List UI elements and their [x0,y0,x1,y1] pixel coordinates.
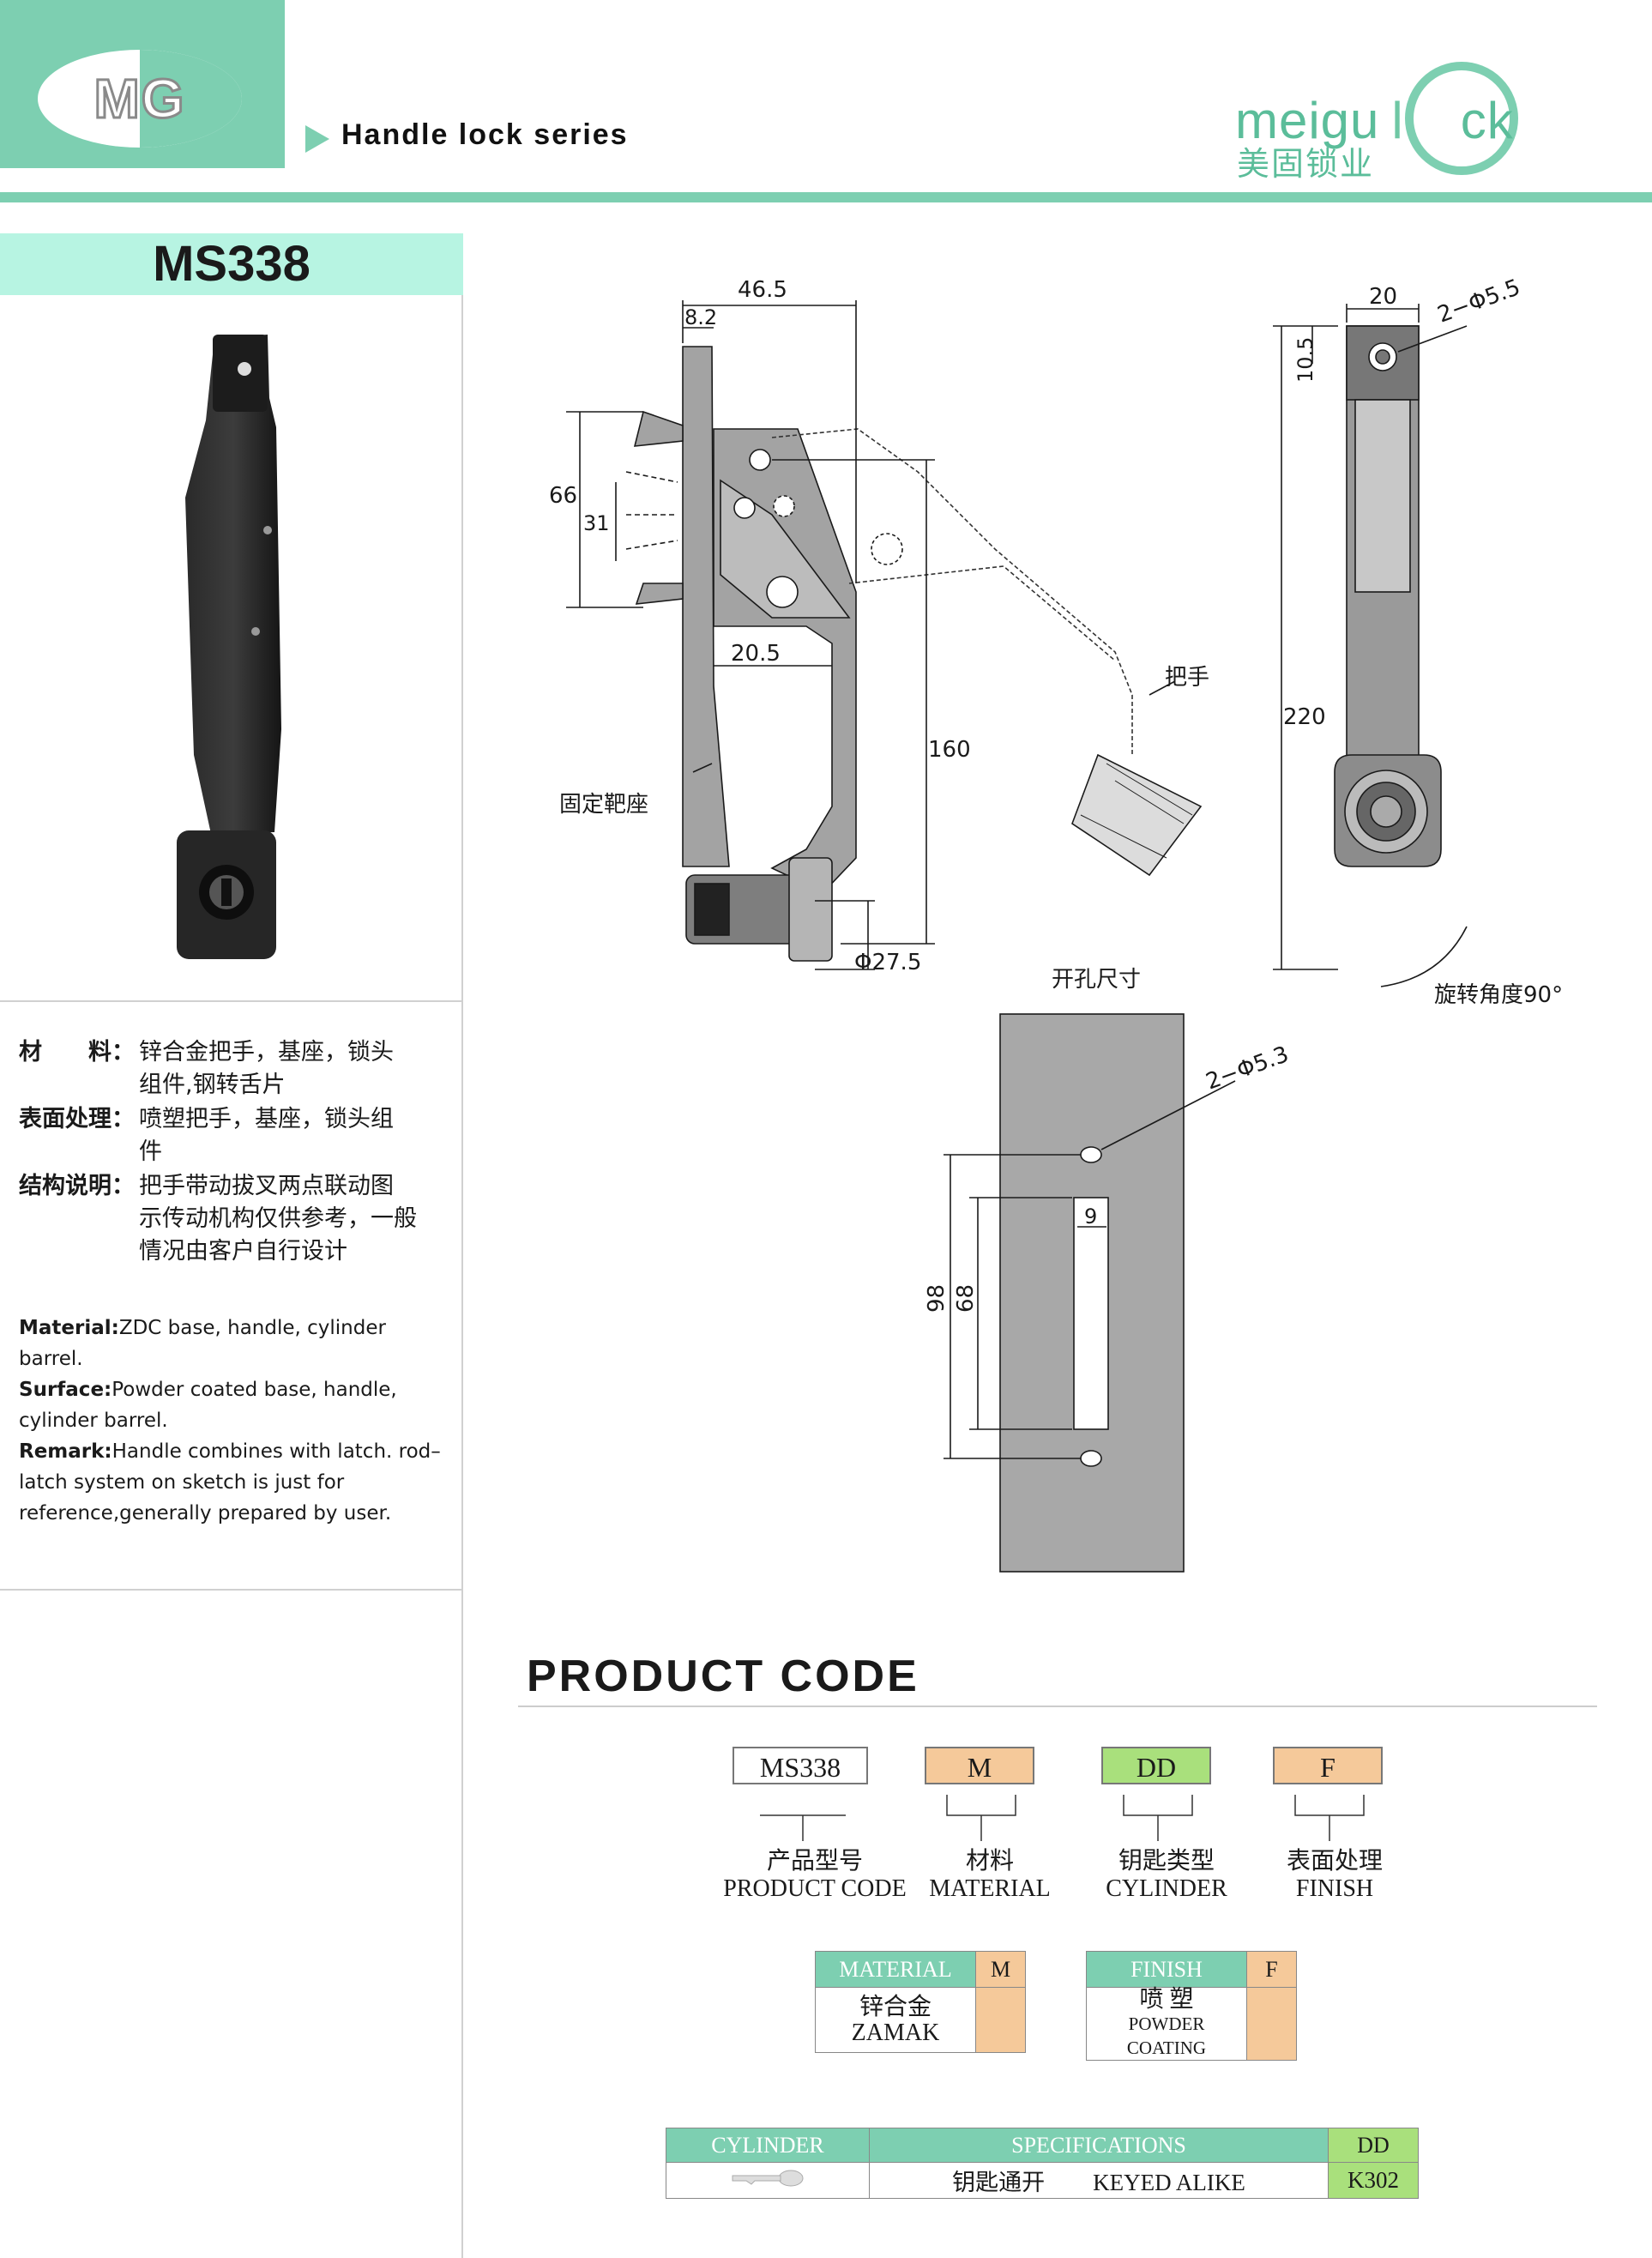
header-divider [0,192,1652,202]
finish-table-code: F [1246,1951,1297,1988]
spec-material-cn: 材 料：锌合金把手，基座，锁头组件,钢转舌片 [19,1039,394,1098]
material-table-header: MATERIAL [815,1951,976,1988]
finish-table-header: FINISH [1086,1951,1247,1988]
section-divider [0,1589,463,1591]
dim-66: 66 [549,483,577,509]
code-box-finish: F [1273,1747,1383,1784]
code-box-model: MS338 [733,1747,868,1784]
series-label: Handle lock series [341,118,629,151]
section-divider [0,1000,463,1002]
product-code-divider [518,1706,1597,1707]
spec-surface-en: Surface:Powder coated base, handle, cyli… [19,1379,397,1432]
dim-220: 220 [1283,704,1326,730]
cylinder-code-header: DD [1328,2128,1419,2163]
label-cutout-size: 开孔尺寸 [1052,967,1141,993]
code-box-material: M [925,1747,1034,1784]
cylinder-table-header: CYLINDER [666,2128,870,2163]
spec-remark-cn: 结构说明：把手带动拔叉两点联动图示传动机构仅供参考，一般情况由客户自行设计 [19,1173,417,1265]
dim-8-2: 8.2 [684,305,717,329]
dim-68: 68 [953,1284,979,1313]
dim-phi-27-5: Φ27.5 [854,950,921,975]
finish-table-blank [1246,1987,1297,2061]
material-table-blank [975,1987,1026,2053]
label-handle: 把手 [1165,665,1209,691]
spec-remark-en: Remark:Handle combines with latch. rod–l… [19,1440,441,1524]
dim-31: 31 [583,511,610,535]
material-table-code: M [975,1951,1026,1988]
triangle-marker-icon [305,125,329,153]
dim-2-phi-5-3: 2−Φ5.3 [1203,1041,1292,1095]
dim-10-5: 10.5 [1293,337,1317,383]
cylinder-code-value: K302 [1328,2162,1419,2199]
brand-name-cn: 美固锁业 [1237,145,1375,183]
dim-160: 160 [928,737,971,763]
model-title: MS338 [153,236,311,292]
technical-drawing: 46.5 8.2 66 31 20.5 160 Φ27.5 把手 固定靶座 20… [549,275,1563,1573]
code-box-cylinder: DD [1101,1747,1211,1784]
code-brackets [760,1795,1365,1841]
dim-46-5: 46.5 [738,277,787,303]
specifications-header: SPECIFICATIONS [869,2128,1329,2163]
label-fixed-base: 固定靶座 [559,792,648,818]
column-divider [461,295,463,2258]
spec-material-en: Material:ZDC base, handle, cylinder barr… [19,1317,386,1370]
model-bar [0,233,463,295]
dim-2-phi-5-5: 2−Φ5.5 [1434,275,1523,328]
product-photo [177,335,281,959]
dim-20-5: 20.5 [731,641,781,667]
dim-9: 9 [1084,1204,1097,1229]
product-code-title: PRODUCT CODE [527,1651,919,1701]
dim-20: 20 [1369,284,1397,310]
brand-ring-icon [1405,62,1518,175]
label-rotation-angle: 旋转角度90° [1434,982,1563,1008]
key-image [666,2162,870,2199]
spec-surface-cn: 表面处理：喷塑把手，基座，锁头组件 [19,1106,394,1165]
key-icon [732,2170,804,2187]
dim-98: 98 [924,1284,950,1313]
